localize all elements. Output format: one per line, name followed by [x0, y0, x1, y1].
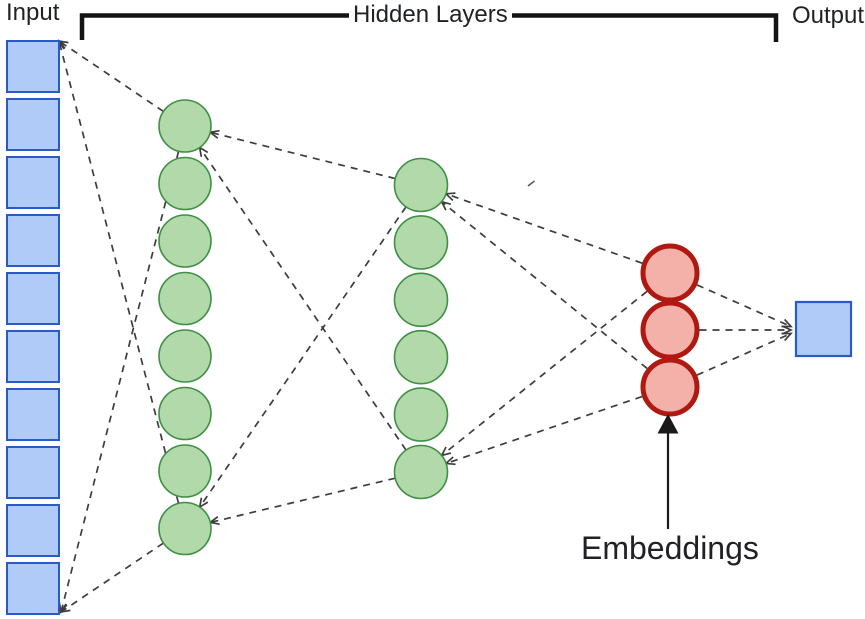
connection-line — [445, 395, 643, 465]
hidden2-node — [393, 157, 449, 213]
connection-line — [58, 40, 164, 113]
connection-line — [445, 193, 643, 264]
connection-arrowhead — [781, 332, 793, 342]
connection-line — [60, 150, 180, 613]
hidden2-node — [393, 215, 449, 270]
connection-line — [210, 131, 396, 180]
hidden2-node — [393, 387, 449, 442]
hidden1-node — [158, 386, 212, 441]
output-label: Output — [792, 2, 865, 29]
connection-line — [696, 332, 792, 376]
stray-mark — [527, 180, 535, 187]
connection-line — [60, 542, 164, 613]
hidden2-node — [393, 329, 449, 385]
input-node — [6, 562, 60, 615]
hidden2-node — [393, 444, 449, 500]
hidden1-node — [158, 271, 212, 326]
embeddings-pointer-arrowhead — [657, 414, 679, 434]
hidden1-node — [158, 329, 212, 383]
embedding-node — [640, 300, 700, 360]
input-node — [6, 214, 60, 267]
input-node — [6, 272, 60, 325]
connection-line — [198, 147, 407, 451]
embeddings-label: Embeddings — [581, 530, 759, 566]
connection-arrowhead — [198, 497, 209, 509]
connection-arrowhead — [59, 603, 71, 614]
connection-line — [210, 477, 396, 524]
input-node — [6, 388, 60, 441]
connection-line — [696, 284, 792, 328]
hidden1-node — [158, 444, 212, 498]
input-node — [6, 446, 60, 499]
connection-line — [58, 40, 180, 504]
output-node — [794, 300, 853, 358]
connection-arrowhead — [439, 200, 451, 211]
hidden1-node — [158, 156, 212, 211]
hidden2-node — [393, 272, 449, 328]
input-node — [6, 98, 60, 151]
input-node — [6, 330, 60, 383]
connection-arrowhead — [781, 325, 794, 335]
connection-arrowhead — [208, 515, 220, 526]
connection-line — [441, 201, 648, 370]
connection-line — [441, 290, 648, 457]
hidden-layers-label: Hidden Layers — [349, 1, 512, 29]
hidden1-node — [158, 214, 212, 268]
input-node — [6, 504, 60, 557]
connection-arrowhead — [198, 145, 209, 157]
input-label: Input — [6, 0, 60, 26]
hidden1-node — [158, 99, 212, 153]
input-node — [6, 40, 60, 93]
hidden1-node — [158, 501, 212, 556]
connection-line — [199, 206, 407, 508]
embedding-node — [640, 357, 700, 417]
input-node — [6, 156, 60, 209]
embedding-node — [640, 243, 700, 303]
